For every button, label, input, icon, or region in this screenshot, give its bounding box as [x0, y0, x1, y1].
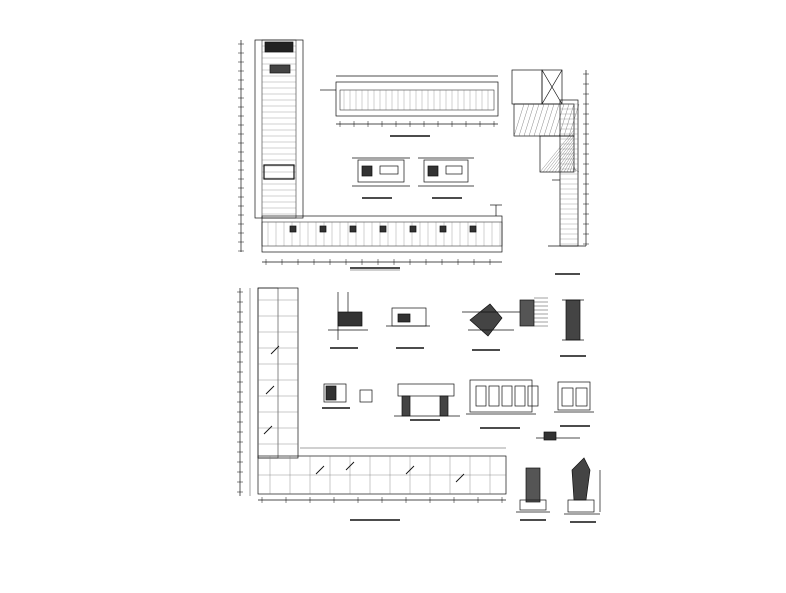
cad-line	[263, 425, 273, 435]
upper-strip-elevation	[320, 75, 499, 137]
cad-line	[455, 473, 465, 483]
cad-block	[349, 225, 357, 233]
cad-block	[475, 385, 487, 407]
cad-line	[566, 156, 575, 173]
upper-l-paving-plan	[238, 39, 503, 271]
cad-line	[548, 103, 560, 137]
cad-line	[569, 159, 575, 173]
cad-line	[539, 129, 575, 173]
cad-line	[265, 385, 275, 395]
cad-line	[270, 345, 280, 355]
bench-elevations	[466, 379, 594, 429]
cad-block	[469, 225, 477, 233]
lamp-details	[516, 431, 601, 523]
cad-line	[557, 147, 575, 173]
cad-line	[554, 144, 575, 173]
upper-detail-b	[418, 157, 474, 199]
cad-line	[405, 465, 415, 475]
lower-l-paving-plan	[237, 287, 507, 521]
cad-line	[568, 103, 580, 137]
cad-block	[319, 225, 327, 233]
cad-block	[409, 225, 417, 233]
cad-line	[548, 138, 575, 173]
cad-block	[379, 225, 387, 233]
cad-line	[563, 103, 575, 137]
cad-line	[533, 103, 545, 137]
cad-line	[560, 150, 575, 173]
cad-line	[528, 103, 540, 137]
cad-block	[439, 225, 447, 233]
cad-line	[553, 103, 565, 137]
cad-block	[488, 385, 500, 407]
cad-block	[514, 385, 526, 407]
cad-line	[543, 103, 555, 137]
cad-line	[523, 103, 535, 137]
cad-line	[542, 132, 575, 173]
section-details-row	[322, 292, 586, 421]
cad-block	[289, 225, 297, 233]
cad-line	[518, 103, 530, 137]
cad-line	[513, 103, 525, 137]
cad-line	[345, 461, 355, 471]
cad-line	[558, 103, 570, 137]
cad-line	[315, 465, 325, 475]
cad-line	[572, 162, 575, 173]
cad-line	[538, 103, 550, 137]
upper-detail-a	[352, 157, 410, 199]
corner-paving-plan	[511, 69, 589, 275]
cad-block	[501, 385, 513, 407]
cad-block	[527, 385, 539, 407]
cad-line	[551, 141, 575, 173]
